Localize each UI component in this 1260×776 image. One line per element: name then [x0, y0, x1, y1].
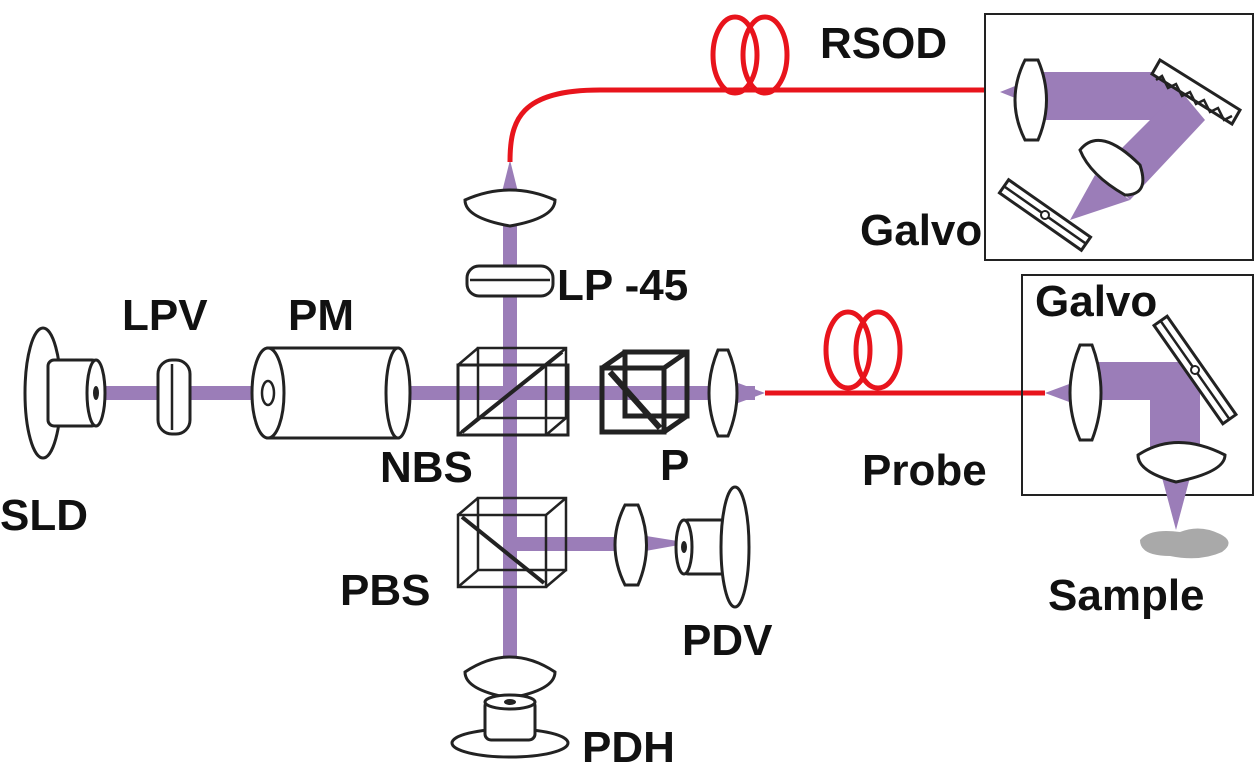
p-edge-2: [662, 349, 689, 371]
probe-fiber-loop-1: [823, 309, 873, 391]
label-pbs: PBS: [340, 566, 430, 615]
sld-aperture: [93, 386, 99, 400]
reference-fiber: [507, 87, 985, 163]
reference-fiber-loop-1: [710, 14, 760, 96]
pbs-edge-3: [457, 569, 479, 588]
probe-beam-down: [1150, 362, 1200, 460]
label-galvo-probe: Galvo: [1035, 277, 1157, 326]
fibers: [507, 14, 1045, 396]
pdh-detector: [450, 693, 570, 759]
main-vertical-beam: [503, 195, 517, 700]
label-lpv: LPV: [122, 291, 208, 340]
pdv-detector: [674, 485, 751, 609]
probe-module: [1021, 274, 1254, 530]
reference-fiber-loop-2: [740, 14, 790, 96]
pbs-edge-1: [457, 497, 479, 516]
p-rear: [622, 349, 690, 419]
p-edge-3: [662, 413, 689, 435]
probe-coupling-lens: [707, 348, 739, 438]
pbs-edge-2: [545, 497, 567, 516]
pdv-focus-cone: [640, 535, 690, 552]
pbs-front: [456, 513, 548, 589]
lpv-polarizer: [156, 358, 192, 436]
pbs-diagonal: [460, 515, 546, 585]
nbs-edge-4: [545, 417, 567, 436]
main-horizontal-beam: [95, 386, 755, 400]
pm-aperture: [260, 379, 276, 407]
label-pm: PM: [288, 291, 354, 340]
rsod-lens: [1013, 58, 1048, 142]
probe-focus-cone: [730, 380, 765, 406]
pbs-edge-4: [545, 569, 567, 588]
sample-blob: [1140, 528, 1229, 559]
rsod-frame: [984, 13, 1254, 261]
rsod-module: [984, 13, 1254, 261]
p-front: [599, 365, 667, 435]
label-rsod: RSOD: [820, 19, 947, 68]
probe-focus-cone: [1160, 470, 1192, 530]
rsod-galvo-pivot: [1040, 210, 1050, 220]
sld-source: [23, 326, 107, 460]
pbs-rear: [476, 496, 568, 572]
rsod-grating-teeth: [1155, 74, 1233, 122]
pdv-flange: [719, 485, 751, 609]
p-polarizer-cube: [599, 349, 690, 435]
pdh-aperture: [504, 699, 516, 705]
lpv-plate: [156, 358, 192, 436]
rsod-galvo-mirror: [997, 177, 1093, 253]
nbs-rear: [476, 346, 568, 420]
rsod-beam-to-grating: [1040, 72, 1190, 120]
pdv-aperture: [681, 541, 687, 553]
probe-galvo-pivot: [1190, 365, 1200, 375]
label-sld: SLD: [0, 491, 88, 540]
labels: SLD LPV PM NBS LP -45 P PBS PDV PDH RSOD…: [0, 19, 1205, 772]
label-p: P: [660, 441, 689, 490]
pm-back-face: [384, 346, 412, 440]
label-nbs: NBS: [380, 443, 473, 492]
pbs-cube: [456, 496, 568, 589]
probe-objective-lens: [1136, 441, 1227, 484]
nbs-front: [456, 363, 548, 437]
p-diagonal: [607, 370, 663, 430]
pm-body: [266, 346, 400, 440]
nbs-diagonal: [460, 350, 564, 434]
label-lp45: LP -45: [557, 261, 688, 310]
rsod-curved-mirror: [1078, 139, 1145, 197]
rsod-beam-to-galvo: [1070, 175, 1130, 220]
label-sample: Sample: [1048, 571, 1205, 620]
pm-front-face: [250, 346, 286, 440]
label-pdh: PDH: [582, 723, 675, 772]
probe-lens: [1068, 343, 1103, 442]
p-edge-1: [600, 349, 627, 371]
pm-modulator: [250, 346, 412, 440]
pdh-lens: [463, 655, 557, 700]
nbs-edge-1: [457, 347, 479, 366]
probe-fiber-loop-2: [853, 309, 903, 391]
reference-coupling-lens: [463, 188, 557, 228]
label-probe: Probe: [862, 446, 987, 495]
probe-frame: [1021, 274, 1254, 496]
pdv-lens: [613, 503, 648, 587]
label-galvo-rsod: Galvo: [860, 206, 982, 255]
label-pdv: PDV: [682, 616, 773, 665]
probe-galvo-mirror: [1151, 314, 1239, 426]
nbs-cube: [456, 346, 570, 437]
pdv-beam: [513, 537, 623, 551]
